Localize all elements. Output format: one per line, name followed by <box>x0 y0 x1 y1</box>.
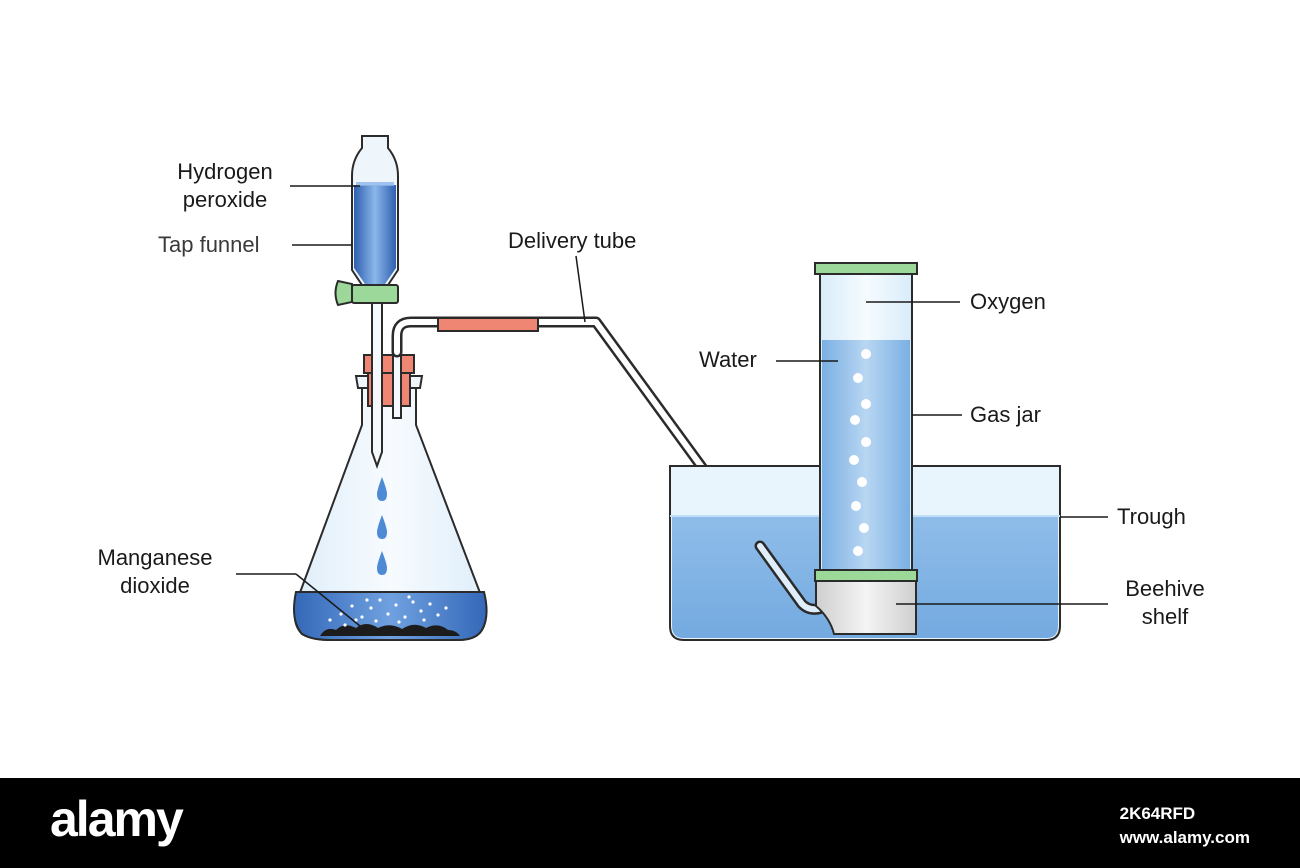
funnel-liquid <box>354 185 396 284</box>
label-beehive-shelf: Beehive shelf <box>1110 575 1220 631</box>
stock-image-info: 2K64RFD www.alamy.com <box>1120 802 1250 850</box>
leader-lines <box>236 185 1108 627</box>
manganese-dioxide-solid <box>320 624 460 636</box>
label-hydrogen-peroxide-line1: Hydrogen <box>177 159 273 184</box>
beehive-shelf-drawing <box>815 579 917 635</box>
tap-funnel <box>334 135 399 307</box>
label-manganese-dioxide: Manganese dioxide <box>80 544 230 600</box>
label-gas-jar: Gas jar <box>970 402 1041 427</box>
oxygen-bubbles-flask <box>328 595 448 627</box>
label-beehive-shelf-line2: shelf <box>1141 604 1189 629</box>
tap-handle <box>334 279 353 307</box>
label-hydrogen-peroxide-line2: peroxide <box>182 187 268 212</box>
stock-logo[interactable]: alamy <box>50 791 184 847</box>
tap-key <box>351 284 399 304</box>
gas-jar <box>814 262 918 582</box>
label-manganese-dioxide-line2: dioxide <box>120 573 190 598</box>
label-beehive-shelf-line1: Beehive <box>1125 576 1205 601</box>
label-oxygen: Oxygen <box>970 289 1046 314</box>
jar-water <box>822 340 910 571</box>
oxygen-bubbles-jar <box>849 349 871 556</box>
stock-image-id: 2K64RFD <box>1119 804 1196 823</box>
conical-flask <box>293 299 488 641</box>
rubber-connector <box>437 317 539 332</box>
hydrogen-peroxide-drops <box>377 477 387 575</box>
label-trough: Trough <box>1117 504 1186 529</box>
funnel-stem <box>371 299 383 469</box>
label-manganese-dioxide-line1: Manganese <box>97 545 213 570</box>
stock-site-link[interactable]: www.alamy.com <box>1119 828 1250 847</box>
label-tap-funnel: Tap funnel <box>158 232 260 257</box>
stock-footer-bar: alamy 2K64RFD www.alamy.com <box>0 778 1300 868</box>
label-delivery-tube: Delivery tube <box>508 228 637 253</box>
jar-base-ring <box>814 569 918 582</box>
apparatus-drawing <box>236 135 1108 641</box>
label-hydrogen-peroxide: Hydrogen peroxide <box>160 158 290 214</box>
jar-lid <box>814 262 918 275</box>
label-water: Water <box>699 347 757 372</box>
